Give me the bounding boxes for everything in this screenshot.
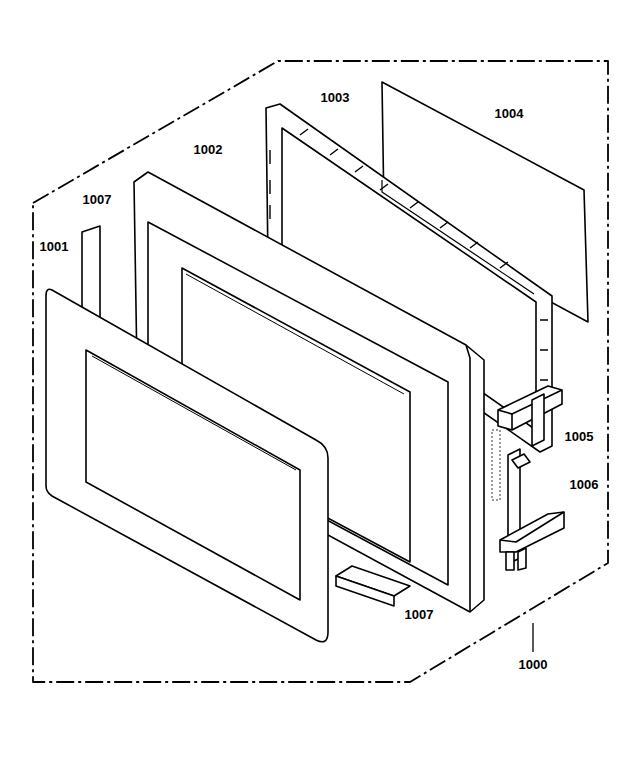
callout-number: 1001 — [40, 240, 69, 253]
callout-number: 1005 — [565, 430, 594, 443]
latch-bracket — [498, 386, 562, 446]
assembly-boundary — [33, 61, 608, 682]
hinge-lever — [500, 449, 564, 570]
callout-number: 1007 — [83, 193, 112, 206]
callout-number: 1007 — [405, 608, 434, 621]
callout-number: 1006 — [570, 478, 599, 491]
callout-number: 1000 — [519, 658, 548, 671]
callout-number: 1002 — [194, 143, 223, 156]
callout-number: 1003 — [321, 91, 350, 104]
callout-number: 1004 — [495, 107, 524, 120]
seal-strip — [336, 576, 394, 606]
leader-line — [532, 623, 533, 652]
door-front — [46, 289, 328, 642]
